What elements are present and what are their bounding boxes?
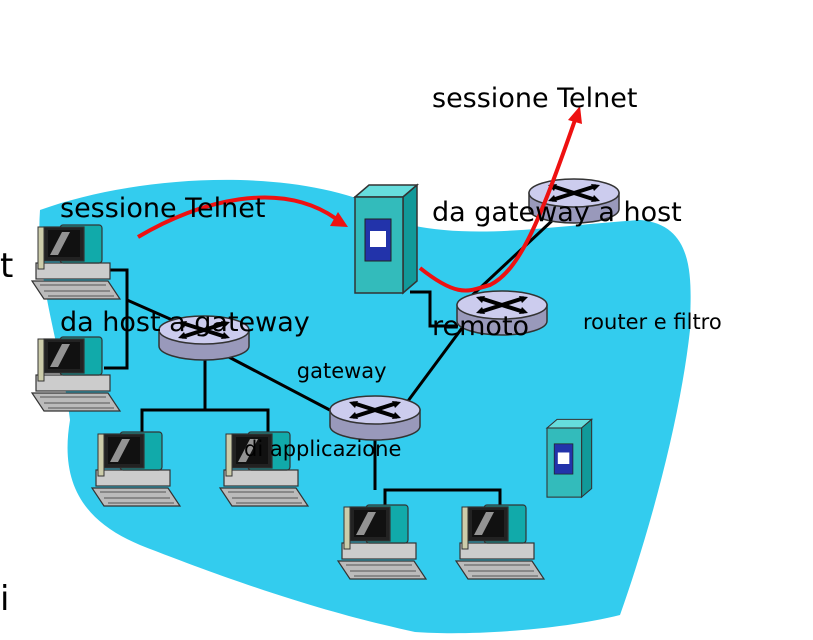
label-line: remoto [432, 311, 530, 342]
telnet-arrow-host-to-gateway [136, 195, 348, 239]
server-icon [546, 418, 593, 498]
label-line: da gateway a host [432, 197, 682, 228]
cut-off-text: i [0, 579, 10, 619]
label-line: gateway [296, 359, 387, 383]
cut-off-text: t [0, 246, 14, 286]
label-line: sessione Telnet [60, 193, 266, 224]
network-links [104, 216, 557, 512]
telnet-arrow-gateway-to-remote [418, 106, 582, 293]
server-icon [354, 184, 418, 294]
label-line: da host a gateway [60, 307, 310, 338]
router-label: router e filtro [583, 310, 722, 334]
telnet-host-gateway-label: sessione Telnet da host a gateway [60, 114, 310, 380]
label-line: sessione Telnet [432, 83, 638, 114]
telnet-gateway-remote-label: sessione Telnet da gateway a host remoto [432, 4, 682, 384]
gateway-label: gateway di applicazione [244, 306, 401, 488]
label-line: di applicazione [244, 437, 402, 461]
